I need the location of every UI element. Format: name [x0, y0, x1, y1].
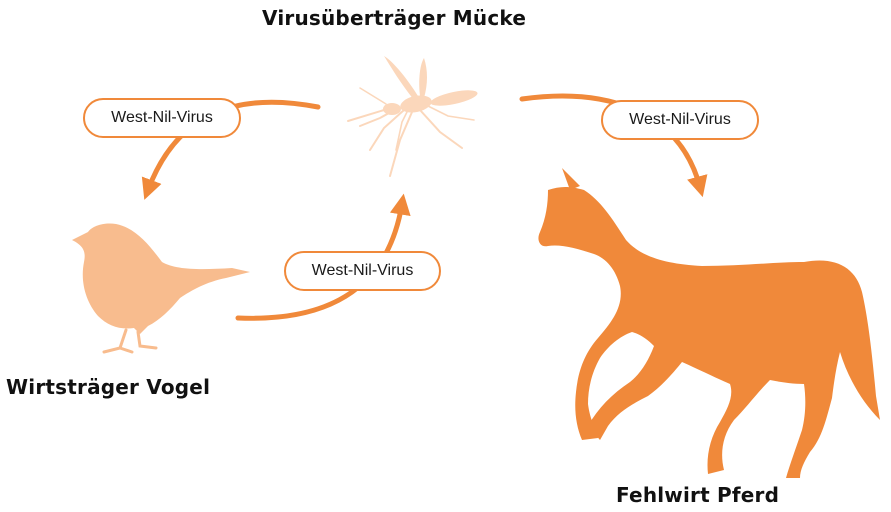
- bird-icon: [72, 223, 250, 352]
- node-title-horse: Fehlwirt Pferd: [616, 483, 779, 507]
- node-title-bird: Wirtsträger Vogel: [6, 375, 210, 399]
- edge-label-mosquito-to-horse: West-Nil-Virus: [601, 100, 759, 140]
- horse-icon: [538, 168, 880, 478]
- node-title-mosquito: Virusüberträger Mücke: [262, 6, 526, 30]
- edge-label-bird-to-mosquito: West-Nil-Virus: [284, 251, 441, 291]
- edge-label-mosquito-to-bird: West-Nil-Virus: [83, 98, 241, 138]
- mosquito-icon: [348, 56, 479, 176]
